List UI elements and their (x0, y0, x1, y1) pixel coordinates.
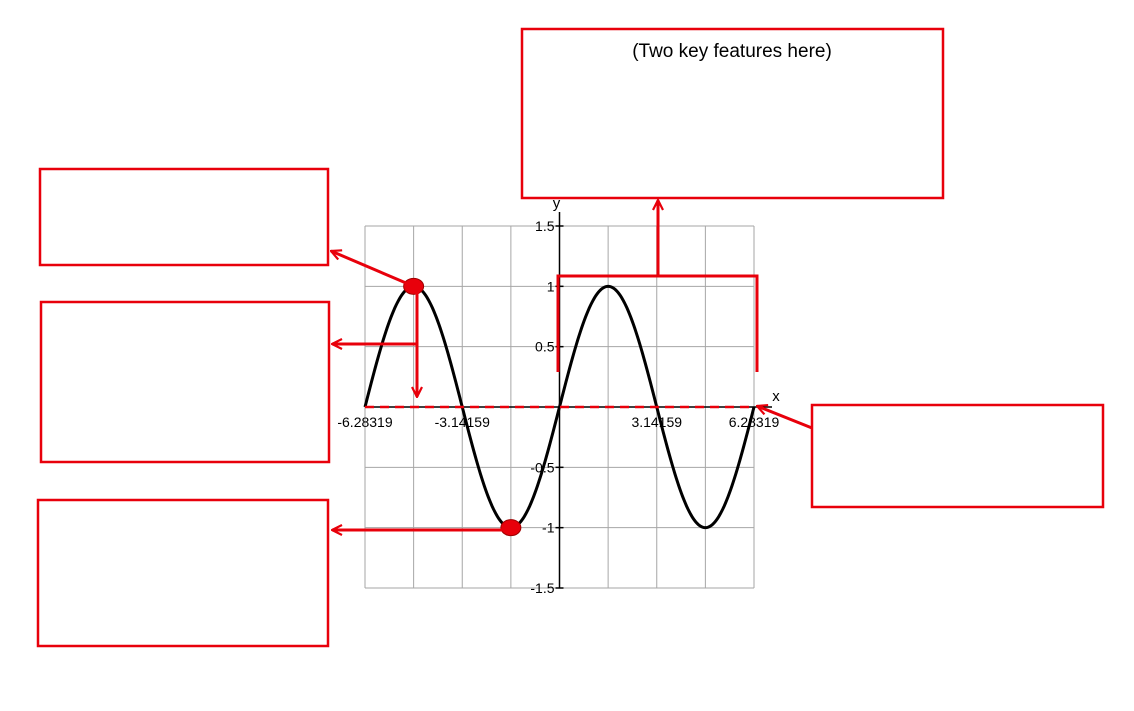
y-tick-label: -1 (542, 520, 555, 536)
axes (365, 212, 772, 589)
y-tick-label: 0.5 (535, 339, 555, 355)
x-tick-label: 6.28319 (729, 414, 780, 430)
period-bracket (556, 274, 759, 372)
arrow-to-midline-box (757, 406, 813, 430)
x-tick-label: 3.14159 (631, 414, 682, 430)
y-axis-label: y (553, 195, 561, 212)
y-tick-label: -1.5 (530, 580, 554, 596)
sine-curve (363, 284, 756, 530)
annotation-arrows (331, 200, 813, 530)
x-axis-label: x (772, 388, 780, 405)
maximum-point (403, 277, 425, 295)
x-tick-label: -6.28319 (337, 414, 392, 430)
label-box-minimum[interactable] (36, 498, 330, 648)
label-box-midline[interactable] (810, 403, 1105, 509)
x-tick-label: -3.14159 (435, 414, 490, 430)
arrow-to-maximum-box (331, 251, 407, 285)
key-features-prompt: (Two key features here) (632, 41, 832, 62)
label-box-key-features[interactable] (520, 27, 945, 200)
y-tick-label: 1 (547, 278, 555, 294)
label-box-amplitude[interactable] (39, 300, 331, 464)
minimum-point (500, 519, 522, 537)
y-tick-label: 1.5 (535, 218, 555, 234)
label-box-maximum[interactable] (38, 167, 330, 267)
